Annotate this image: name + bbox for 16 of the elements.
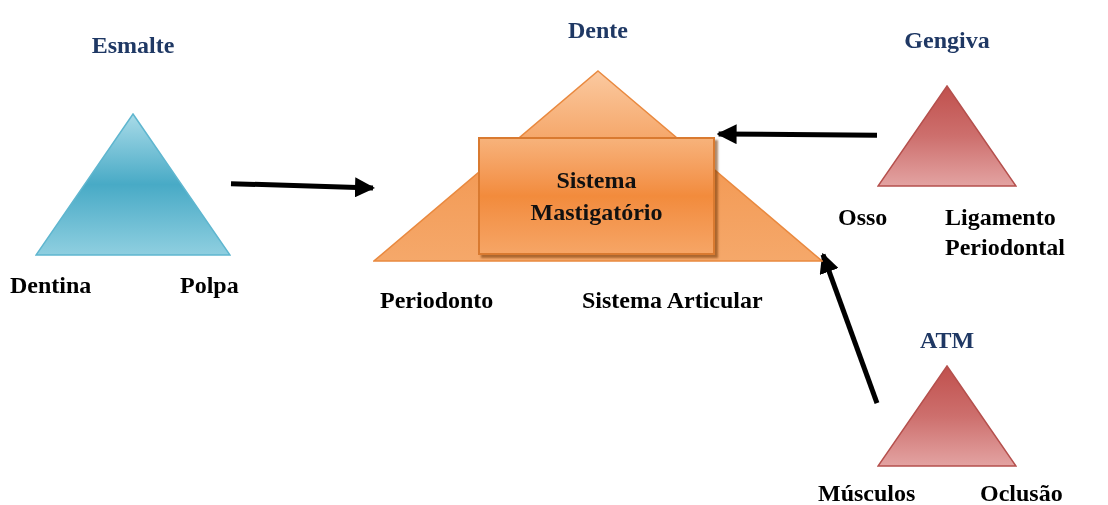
arrow [230, 177, 375, 198]
corner-label: Ligamento Periodontal [945, 203, 1066, 262]
corner-label: Polpa [180, 271, 240, 300]
heading: Dente [568, 16, 628, 45]
corner-label: Dentina [10, 271, 93, 300]
corner-label: Sistema Articular [582, 286, 764, 315]
arrow [819, 252, 880, 404]
corner-label: Osso [838, 203, 889, 232]
heading: Gengiva [904, 26, 990, 55]
heading: ATM [919, 326, 975, 355]
heading: Esmalte [91, 31, 175, 60]
label-box: Sistema Mastigatório [478, 137, 715, 255]
corner-label: Músculos [818, 479, 917, 505]
corner-label: Periodonto [380, 286, 495, 315]
arrow [716, 124, 877, 145]
corner-label: Oclusão [980, 479, 1064, 505]
